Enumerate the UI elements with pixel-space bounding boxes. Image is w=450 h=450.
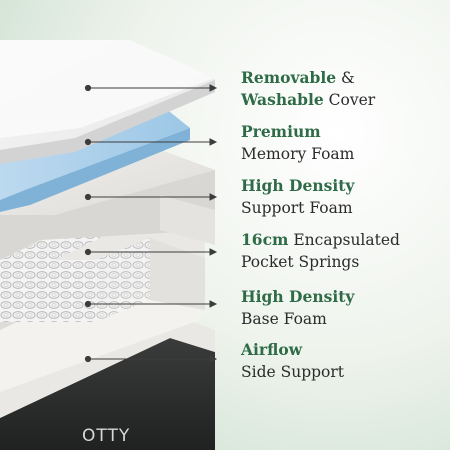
label-cover: Removable & Washable Cover bbox=[241, 67, 375, 111]
label-base-foam: High Density Base Foam bbox=[241, 286, 354, 330]
label-base-foam-text: Base Foam bbox=[241, 310, 327, 328]
label-support-foam-text: Support Foam bbox=[241, 199, 353, 217]
label-pocket-springs-text1: Encapsulated bbox=[288, 231, 400, 249]
label-airflow: Airflow Side Support bbox=[241, 339, 344, 383]
label-support-foam-strong: High Density bbox=[241, 176, 355, 195]
label-pocket-springs-strong: 16cm bbox=[241, 230, 289, 249]
label-memory-foam-text: Memory Foam bbox=[241, 145, 355, 163]
label-cover-text2: Cover bbox=[323, 91, 376, 109]
pointer-lines bbox=[84, 84, 218, 363]
label-cover-strong: Removable bbox=[241, 68, 337, 87]
label-pocket-springs-text: Pocket Springs bbox=[241, 253, 360, 271]
layer-pocket-springs bbox=[0, 205, 205, 322]
label-pocket-springs: 16cm Encapsulated Pocket Springs bbox=[241, 229, 400, 273]
layer-cover bbox=[0, 40, 215, 164]
label-cover-strong2: Washable bbox=[241, 90, 324, 109]
label-airflow-strong: Airflow bbox=[241, 340, 303, 359]
label-support-foam: High Density Support Foam bbox=[241, 175, 354, 219]
label-memory-foam: Premium Memory Foam bbox=[241, 121, 354, 165]
label-memory-foam-strong: Premium bbox=[241, 122, 321, 141]
layer-airflow-base bbox=[0, 312, 215, 450]
otty-logo: OTTY bbox=[82, 426, 131, 446]
label-cover-text1: & bbox=[336, 69, 355, 87]
label-airflow-text: Side Support bbox=[241, 363, 345, 381]
layer-support-foam bbox=[0, 150, 215, 260]
label-base-foam-strong: High Density bbox=[241, 287, 355, 306]
